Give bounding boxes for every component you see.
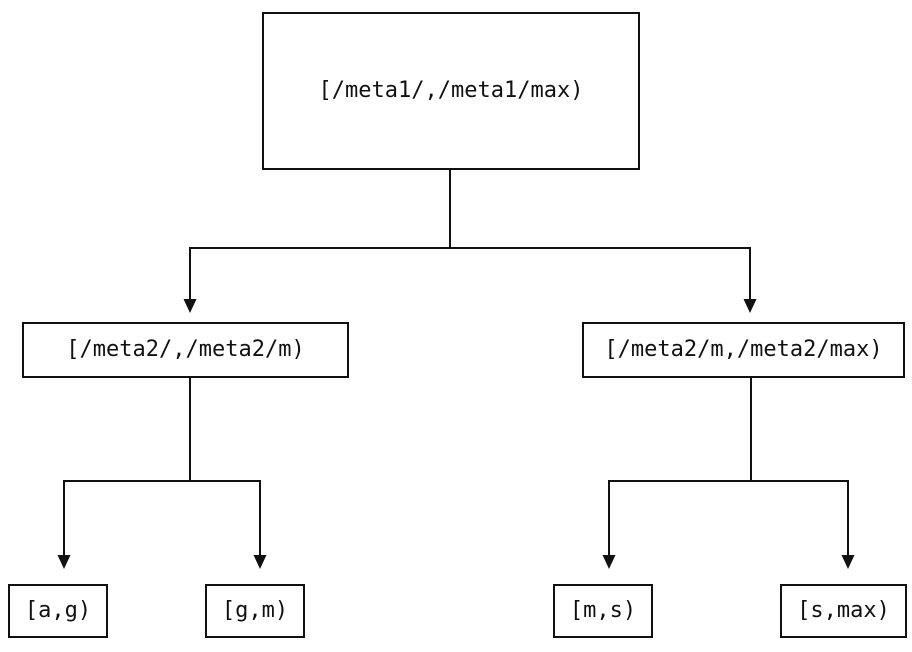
node-root-label: [/meta1/,/meta1/max) <box>318 78 584 103</box>
node-leaf-ag-label: [a,g) <box>24 598 92 623</box>
node-mid-left: [/meta2/,/meta2/m) <box>22 322 349 378</box>
node-mid-right: [/meta2/m,/meta2/max) <box>582 322 905 378</box>
node-leaf-ms: [m,s) <box>553 584 653 638</box>
node-leaf-smax-label: [s,max) <box>797 598 890 623</box>
arrowhead-down-icon <box>253 555 267 569</box>
node-mid-right-label: [/meta2/m,/meta2/max) <box>604 337 883 362</box>
node-leaf-ag: [a,g) <box>8 584 108 638</box>
edge-root-split <box>189 247 751 300</box>
node-leaf-smax: [s,max) <box>780 584 907 638</box>
arrowhead-down-icon <box>841 555 855 569</box>
arrowhead-down-icon <box>602 555 616 569</box>
node-leaf-ms-label: [m,s) <box>569 598 637 623</box>
arrowhead-down-icon <box>743 299 757 313</box>
node-mid-left-label: [/meta2/,/meta2/m) <box>66 337 305 362</box>
node-leaf-gm: [g,m) <box>205 584 305 638</box>
node-root: [/meta1/,/meta1/max) <box>262 12 640 170</box>
edge-mid-left-split <box>63 480 261 556</box>
arrowhead-down-icon <box>183 299 197 313</box>
edge-mid-right-split <box>608 480 849 556</box>
arrowhead-down-icon <box>57 555 71 569</box>
node-leaf-gm-label: [g,m) <box>221 598 289 623</box>
